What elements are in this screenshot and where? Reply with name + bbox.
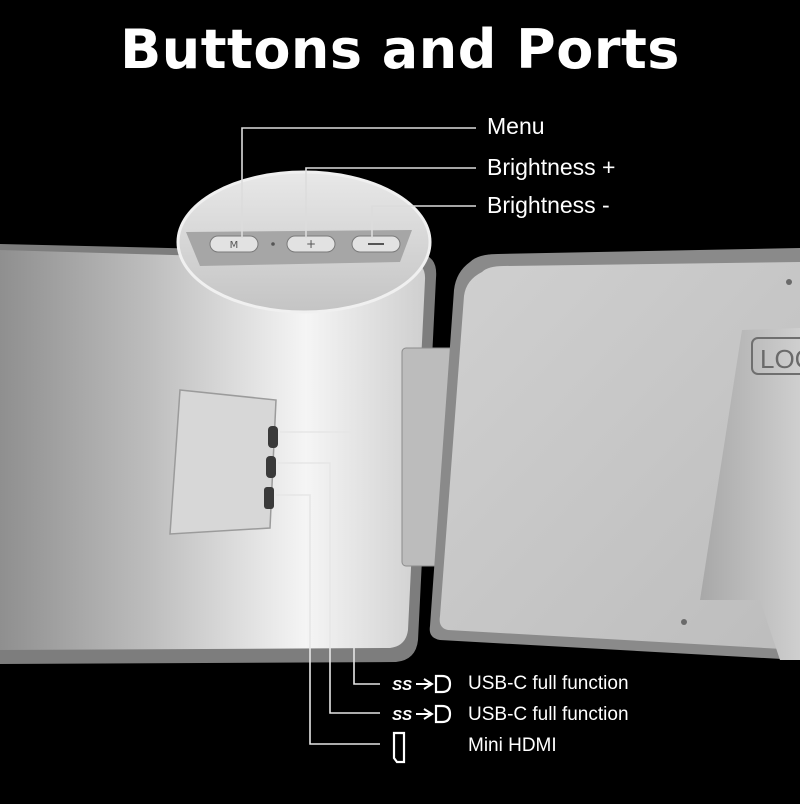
svg-text:M: M — [230, 240, 239, 251]
brightness-plus-label: Brightness + — [487, 154, 616, 180]
usb-c-port-2 — [266, 456, 276, 478]
port-icons: SS SS — [392, 674, 452, 764]
menu-label: Menu — [487, 113, 545, 139]
port-leader-lines — [276, 431, 380, 745]
button-leader-lines — [241, 127, 476, 238]
svg-text:+: + — [306, 237, 316, 251]
svg-text:SS: SS — [392, 707, 412, 724]
usb-c-port-1-label: USB-C full function — [468, 673, 629, 694]
mini-hdmi-port — [264, 487, 274, 509]
usb-c-port-2-label: USB-C full function — [468, 704, 629, 725]
menu-button — [209, 235, 259, 253]
buttons-zoom-bubble: M + — [176, 170, 432, 314]
ss-usb-displayport-icon: SS — [392, 674, 452, 694]
right-monitor: LOGO — [429, 248, 800, 660]
ss-usb-displayport-icon: SS — [392, 704, 452, 724]
usb-c-port-1 — [268, 426, 278, 448]
left-monitor — [0, 244, 437, 664]
mini-hdmi-label: Mini HDMI — [468, 735, 557, 756]
svg-text:SS: SS — [392, 677, 412, 694]
logo-text: LOGO — [760, 344, 800, 374]
mini-hdmi-icon — [392, 731, 406, 764]
brightness-plus-button — [286, 235, 336, 253]
kickstand — [700, 328, 800, 660]
page-title: Buttons and Ports — [120, 18, 680, 81]
port-block — [169, 389, 278, 535]
brightness-minus-label: Brightness - — [487, 192, 610, 218]
